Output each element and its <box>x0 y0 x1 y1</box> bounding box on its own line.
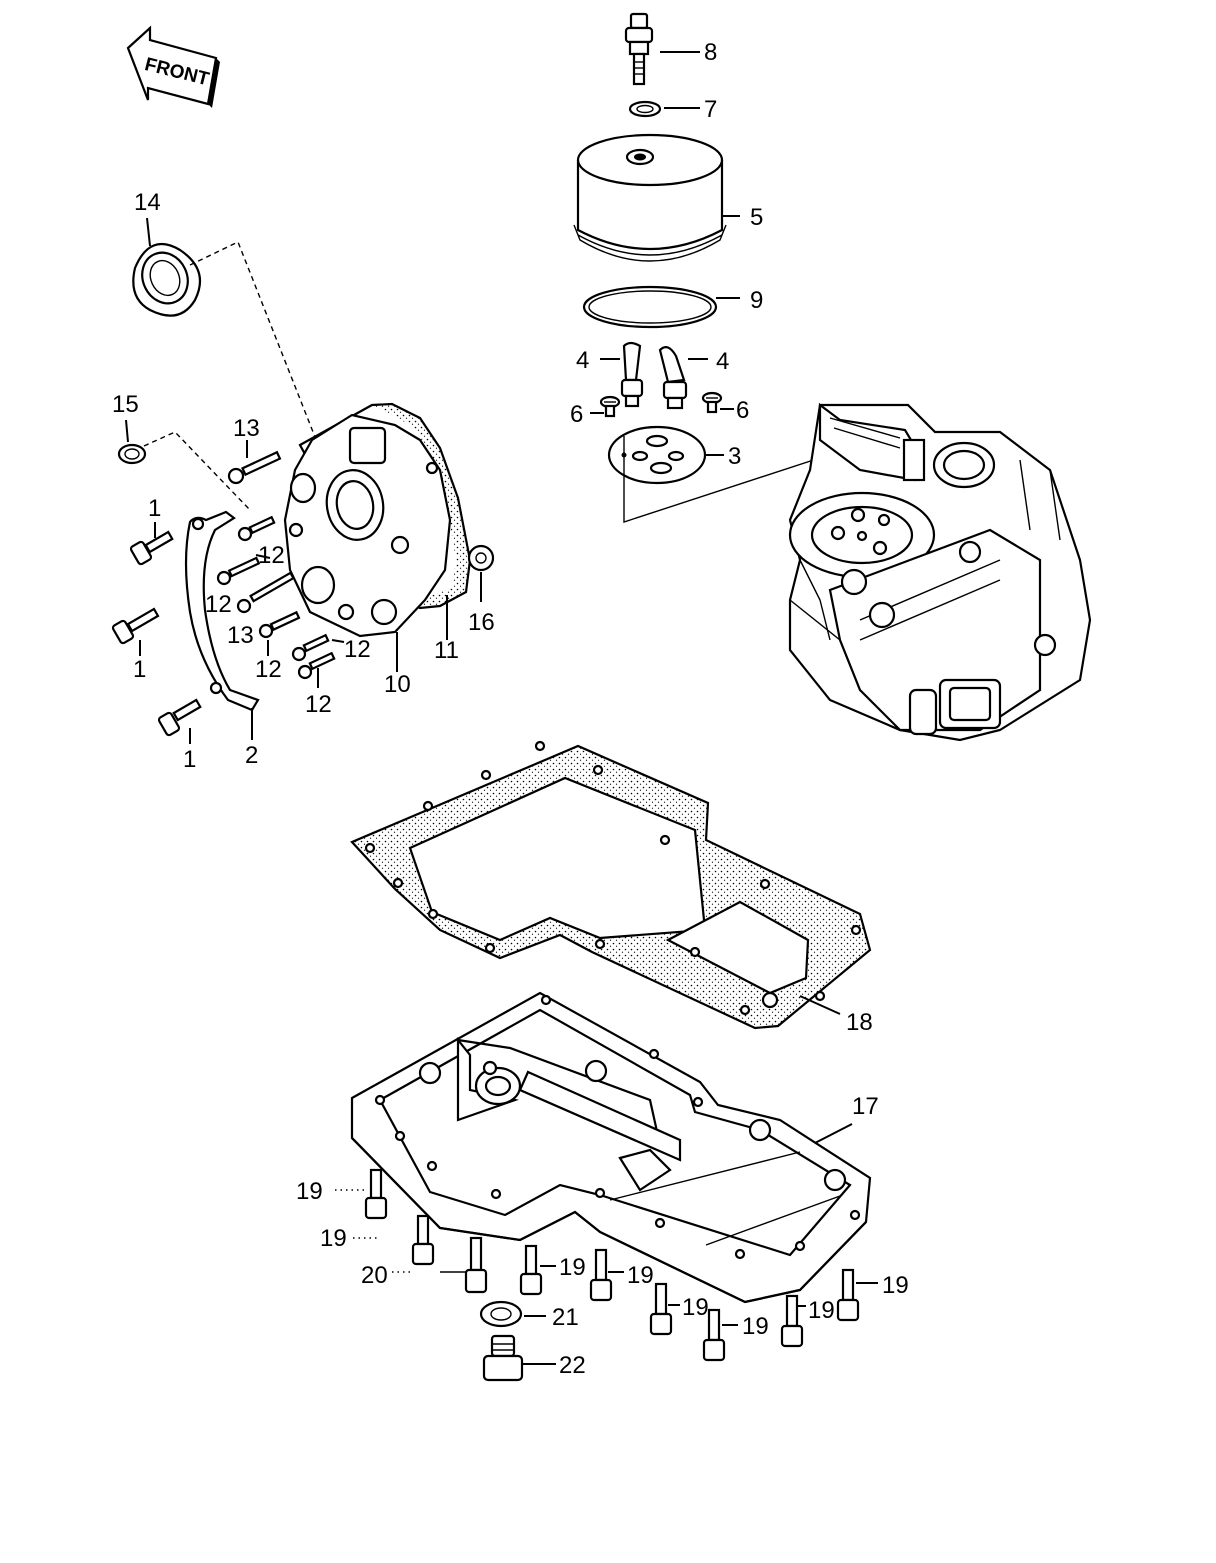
part-19-bolt-f <box>702 1308 726 1362</box>
part-5-oil-filter <box>573 133 727 262</box>
part-19-bolt-h <box>836 1268 860 1322</box>
part-13-bolt-lower <box>236 571 295 614</box>
part-18-gasket <box>350 740 872 1030</box>
callout-19c: 19 <box>559 1254 586 1281</box>
callout-10: 10 <box>384 671 411 698</box>
callout-17: 17 <box>852 1093 879 1120</box>
part-1-bolt-bottom <box>157 698 202 737</box>
callout-7: 7 <box>704 96 717 123</box>
callout-1b: 1 <box>133 656 146 683</box>
part-8-switch <box>624 12 654 86</box>
callout-21: 21 <box>552 1304 579 1331</box>
part-19-bolt-e <box>649 1282 673 1336</box>
part-6-screw-right <box>701 391 723 414</box>
part-12-bolt-e <box>297 651 336 680</box>
callout-19h: 19 <box>882 1272 909 1299</box>
callout-12d: 12 <box>344 636 371 663</box>
callout-14: 14 <box>134 189 161 216</box>
part-16-washer <box>467 544 495 572</box>
callout-8: 8 <box>704 39 717 66</box>
part-1-bolt-mid <box>111 607 160 645</box>
part-19-bolt-c <box>519 1244 543 1296</box>
part-19-bolt-d <box>589 1248 613 1302</box>
part-14-oil-seal <box>132 242 202 317</box>
callout-12e: 12 <box>305 691 332 718</box>
callout-22: 22 <box>559 1352 586 1379</box>
part-19-bolt-b <box>411 1214 435 1266</box>
part-12-bolt-d <box>291 633 330 662</box>
callout-9: 9 <box>750 287 763 314</box>
part-4-pipe-left <box>620 341 644 408</box>
callout-19g: 19 <box>808 1297 835 1324</box>
part-10-cover <box>283 413 452 638</box>
front-arrow-icon: FRONT <box>126 25 220 108</box>
callout-13a: 13 <box>233 415 260 442</box>
part-12-bolt-c <box>258 610 301 639</box>
callout-15: 15 <box>112 391 139 418</box>
callout-18: 18 <box>846 1009 873 1036</box>
part-21-washer <box>479 1300 523 1328</box>
callout-16: 16 <box>468 609 495 636</box>
callout-1a: 1 <box>148 495 161 522</box>
part-6-screw-left <box>599 395 621 418</box>
part-17-oil-pan <box>350 991 872 1304</box>
callout-19f: 19 <box>742 1313 769 1340</box>
part-15-nut <box>117 443 147 465</box>
callout-4b: 4 <box>716 348 729 375</box>
callout-12b: 12 <box>205 591 232 618</box>
callout-6b: 6 <box>736 397 749 424</box>
callout-11: 11 <box>434 637 459 664</box>
callout-12c: 12 <box>255 656 282 683</box>
callout-19e: 19 <box>682 1294 709 1321</box>
callout-13b: 13 <box>227 622 254 649</box>
part-12-bolt-b <box>216 556 261 586</box>
callout-6a: 6 <box>570 401 583 428</box>
part-9-o-ring <box>582 285 718 329</box>
callout-2: 2 <box>245 742 258 769</box>
engine-block <box>788 402 1092 742</box>
part-20-bolt <box>464 1236 488 1294</box>
part-19-bolt-a <box>364 1168 388 1220</box>
part-1-bolt-top <box>129 530 174 566</box>
callout-4a: 4 <box>576 347 589 374</box>
part-4-pipe-right <box>658 346 688 410</box>
callout-1c: 1 <box>183 746 196 773</box>
callout-5: 5 <box>750 204 763 231</box>
callout-labels: 8 7 5 9 4 4 6 6 3 14 15 13 1 12 12 13 12… <box>112 39 909 1379</box>
callout-12a: 12 <box>258 542 285 569</box>
part-13-bolt-upper <box>227 450 282 485</box>
part-2-guide <box>184 510 260 712</box>
part-19-bolt-g <box>780 1294 804 1348</box>
callout-3: 3 <box>728 443 741 470</box>
part-3-plate <box>607 425 707 485</box>
part-12-bolt-a <box>237 515 276 542</box>
callout-19d: 19 <box>627 1262 654 1289</box>
part-7-washer <box>628 100 662 118</box>
callout-19b: 19 <box>320 1225 347 1252</box>
callout-19a: 19 <box>296 1178 323 1205</box>
part-22-drain-plug <box>482 1334 524 1382</box>
callout-20: 20 <box>361 1262 388 1289</box>
